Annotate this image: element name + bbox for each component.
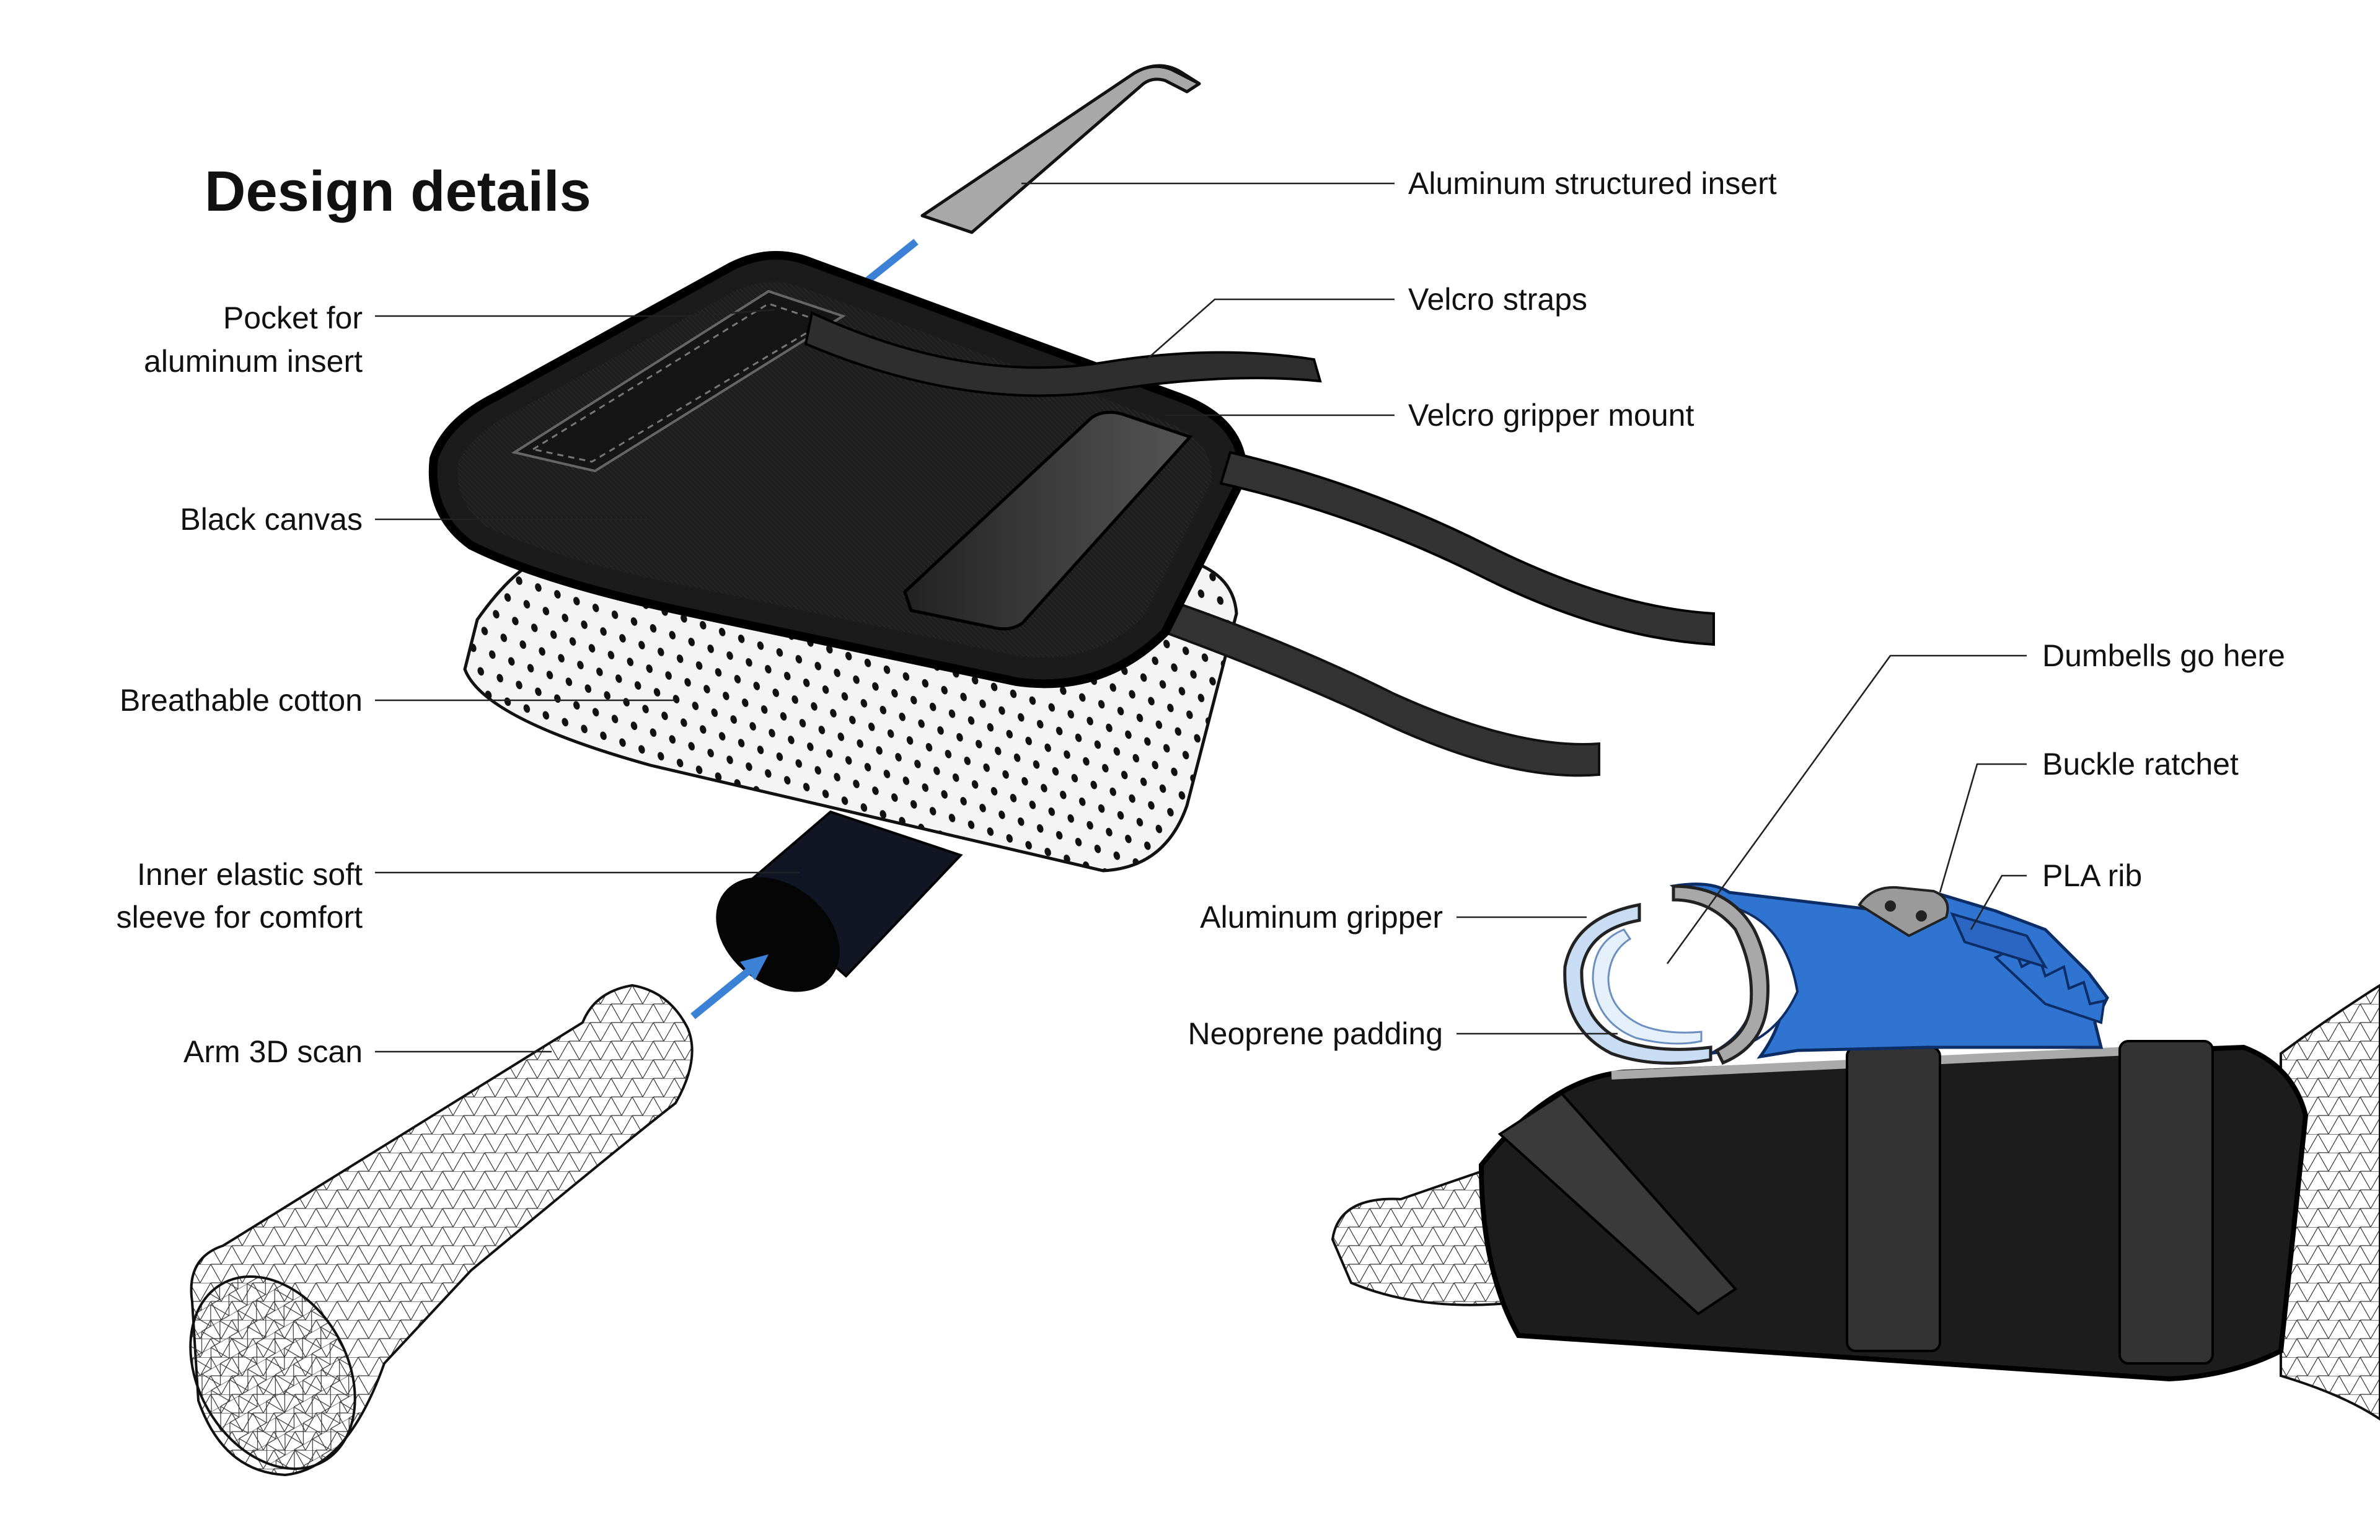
velcro-gripper-mount-part	[903, 410, 1193, 631]
neoprene-padding-part	[1592, 928, 1703, 1045]
pla-rib-part	[1950, 912, 2048, 969]
buckle-ratchet-part	[1858, 886, 1949, 938]
callout-labels: Aluminum structured insert Velcro straps…	[117, 166, 2285, 1069]
label-aluminum-gripper: Aluminum gripper	[1200, 900, 1443, 935]
label-velcro-straps: Velcro straps	[1408, 282, 1587, 317]
label-aluminum-insert: Aluminum structured insert	[1408, 166, 1777, 201]
label-neoprene-padding: Neoprene padding	[1188, 1016, 1443, 1051]
label-buckle-ratchet: Buckle ratchet	[2042, 747, 2239, 781]
aluminum-insert-part	[920, 64, 1201, 234]
arm-3d-scan-part	[189, 983, 694, 1477]
aluminum-gripper-ring	[1563, 902, 1712, 1065]
page-title: Design details	[205, 160, 591, 223]
label-velcro-gripper-mount: Velcro gripper mount	[1408, 398, 1694, 433]
label-sleeve-line1: Inner elastic soft	[137, 857, 363, 892]
label-black-canvas: Black canvas	[180, 502, 363, 537]
arm-direction-arrow	[690, 954, 769, 1019]
label-pocket-line2: aluminum insert	[144, 344, 363, 379]
velcro-strap-right	[1219, 451, 1715, 646]
leader-lines	[375, 182, 2027, 1053]
label-pla-rib: PLA rib	[2042, 858, 2142, 893]
label-dumbbells: Dumbells go here	[2042, 638, 2285, 673]
label-breathable-cotton: Breathable cotton	[120, 683, 363, 718]
velcro-strap-lower	[1101, 581, 1600, 777]
label-pocket-line1: Pocket for	[223, 301, 363, 335]
insert-pocket	[511, 289, 846, 473]
label-sleeve-line2: sleeve for comfort	[117, 900, 363, 935]
velcro-strap-upper	[804, 311, 1322, 397]
gripper-assembly	[1563, 882, 2109, 1065]
assembled-brace-body	[1478, 1040, 2309, 1382]
label-arm-scan: Arm 3D scan	[183, 1034, 363, 1069]
